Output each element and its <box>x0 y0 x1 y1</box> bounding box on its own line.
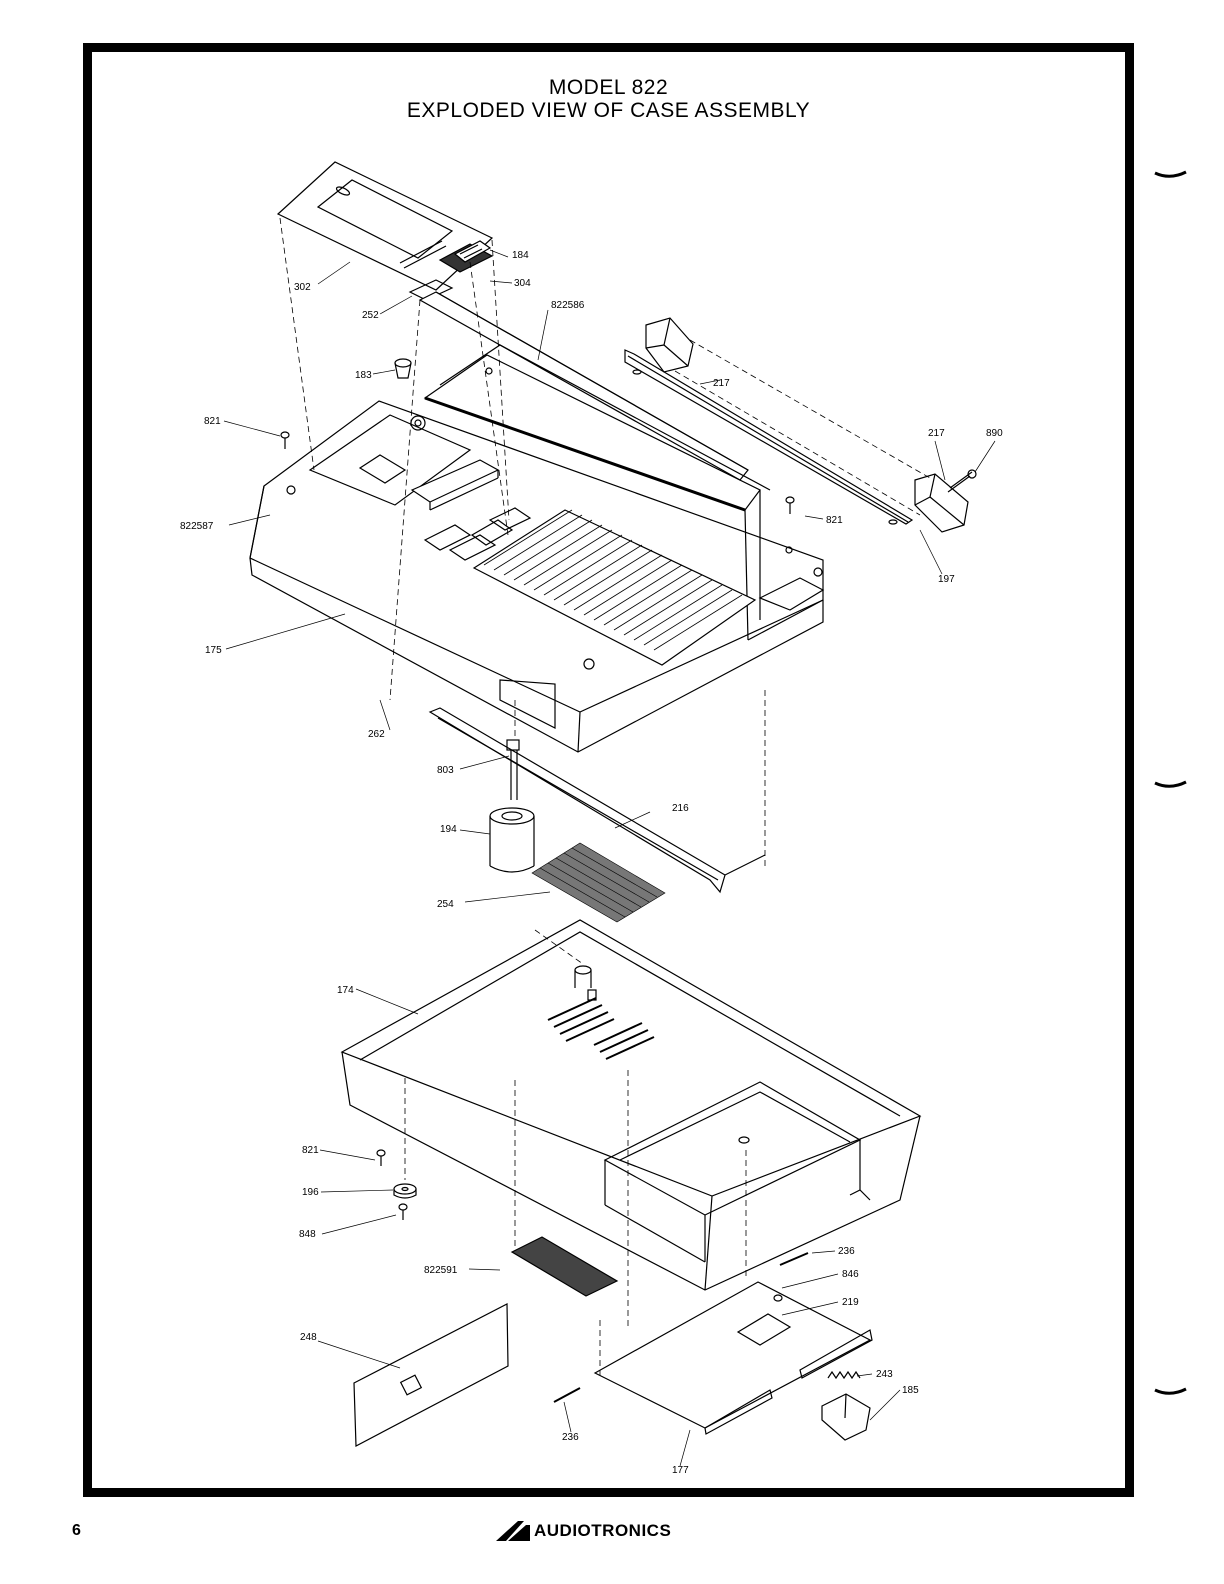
label-184: 184 <box>512 250 529 261</box>
label-304: 304 <box>514 278 531 289</box>
label-217-lower: 217 <box>928 428 945 439</box>
margin-mark-top <box>1154 170 1187 178</box>
part-821-screw-b <box>785 496 795 514</box>
page-frame <box>83 43 1134 1497</box>
page-number: 6 <box>72 1522 81 1539</box>
margin-mark-middle <box>1154 780 1187 788</box>
label-822586: 822586 <box>551 300 585 311</box>
part-184-switch-panel <box>438 240 494 273</box>
label-803: 803 <box>437 765 454 776</box>
label-822587: 822587 <box>180 521 214 532</box>
label-174: 174 <box>337 985 354 996</box>
label-821-b: 821 <box>826 515 843 526</box>
part-174-lower-case <box>340 919 922 1291</box>
part-248-plate <box>353 1303 509 1447</box>
label-822591: 822591 <box>424 1265 458 1276</box>
part-197-rail <box>624 349 914 525</box>
label-254: 254 <box>437 899 454 910</box>
part-821-screw-c <box>376 1149 386 1166</box>
diagram-title-model: MODEL 822 <box>548 76 669 99</box>
label-175: 175 <box>205 645 222 656</box>
brand-logo: AUDIOTRONICS <box>494 1519 671 1543</box>
label-196: 196 <box>302 1187 319 1198</box>
label-216: 216 <box>672 803 689 814</box>
label-219: 219 <box>842 1297 859 1308</box>
part-803-shaft <box>506 739 520 800</box>
part-185-latch <box>821 1393 871 1441</box>
label-197: 197 <box>938 574 955 585</box>
part-821-screw-a <box>280 431 290 449</box>
label-848: 848 <box>299 1229 316 1240</box>
label-262: 262 <box>368 729 385 740</box>
label-252: 252 <box>362 310 379 321</box>
part-890-screw <box>947 469 977 493</box>
part-848-screw <box>398 1203 408 1220</box>
part-254-mesh <box>531 842 666 923</box>
part-217-end-cap-upper <box>645 317 694 373</box>
audiotronics-logo-icon <box>496 1521 530 1541</box>
label-821-c: 821 <box>302 1145 319 1156</box>
label-185: 185 <box>902 1385 919 1396</box>
part-236-pin-a <box>779 1252 809 1266</box>
part-217-end-cap-lower <box>914 473 969 533</box>
part-252 <box>408 279 454 301</box>
diagram-title-description: EXPLODED VIEW OF CASE ASSEMBLY <box>406 99 811 122</box>
part-183-knob <box>394 358 412 379</box>
part-177-battery-door <box>593 1281 873 1435</box>
label-194: 194 <box>440 824 457 835</box>
label-183: 183 <box>355 370 372 381</box>
label-243: 243 <box>876 1369 893 1380</box>
label-217-upper: 217 <box>713 378 730 389</box>
label-846: 846 <box>842 1269 859 1280</box>
margin-mark-bottom <box>1154 1387 1187 1395</box>
part-175-upper-case <box>249 344 825 753</box>
part-196-foot <box>393 1183 417 1199</box>
part-243-spring <box>827 1370 861 1380</box>
brand-name: AUDIOTRONICS <box>534 1521 672 1540</box>
part-236-pin-b <box>553 1387 581 1403</box>
part-822591-label <box>510 1236 619 1297</box>
label-302: 302 <box>294 282 311 293</box>
part-822586-strip <box>418 291 749 481</box>
part-302-cover-plate <box>276 161 494 291</box>
label-236-upper: 236 <box>838 1246 855 1257</box>
label-821-a: 821 <box>204 416 221 427</box>
label-248: 248 <box>300 1332 317 1343</box>
label-236-lower: 236 <box>562 1432 579 1443</box>
part-216-channel <box>428 707 766 894</box>
part-194-cylinder <box>489 807 535 873</box>
label-890: 890 <box>986 428 1003 439</box>
label-177: 177 <box>672 1465 689 1476</box>
